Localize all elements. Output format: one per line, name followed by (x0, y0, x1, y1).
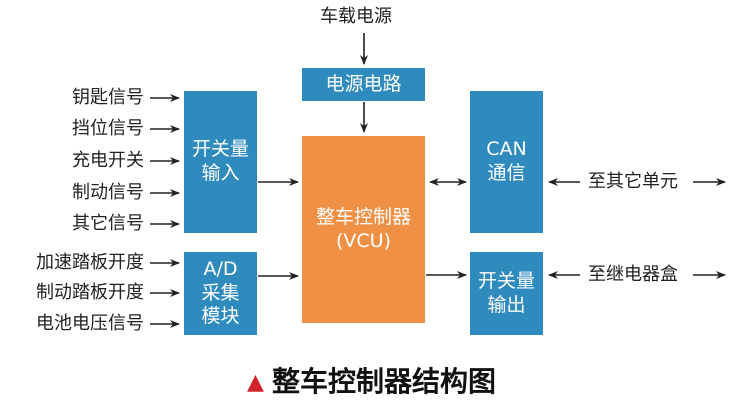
input-label-key: 钥匙信号 (72, 87, 144, 108)
ad-module-label-2: 采集 (201, 281, 240, 304)
vehicle-power-label: 车载电源 (320, 6, 392, 27)
ad-module-box: A/D 采集 模块 (184, 252, 257, 335)
switch-output-label-1: 开关量 (477, 269, 535, 292)
can-label-1: CAN (486, 138, 527, 161)
analog-label-battery: 电池电压信号 (36, 313, 144, 334)
analog-label-brake: 制动踏板开度 (36, 282, 144, 303)
diagram-caption: ▲ 整车控制器结构图 (0, 360, 743, 400)
triangle-up-icon: ▲ (247, 370, 264, 395)
ad-module-label-1: A/D (203, 257, 238, 280)
output-target-label: 至继电器盒 (588, 264, 678, 285)
input-label-charge: 充电开关 (72, 150, 144, 171)
caption-text: 整车控制器结构图 (271, 365, 496, 398)
input-label-other: 其它信号 (72, 213, 144, 234)
switch-input-label-1: 开关量 (191, 138, 249, 161)
analog-label-accel: 加速踏板开度 (36, 252, 144, 273)
vcu-label-2: (VCU) (336, 229, 391, 252)
input-label-brake: 制动信号 (72, 182, 144, 203)
power-circuit-box: 电源电路 (302, 68, 425, 101)
can-target-label: 至其它单元 (588, 171, 678, 192)
can-box: CAN 通信 (470, 91, 543, 233)
ad-module-label-3: 模块 (201, 305, 240, 328)
switch-output-box: 开关量 输出 (470, 252, 543, 335)
can-label-2: 通信 (487, 162, 526, 184)
switch-input-box: 开关量 输入 (184, 91, 257, 233)
switch-input-label-2: 输入 (201, 162, 240, 184)
switch-output-label-2: 输出 (487, 293, 526, 316)
vcu-label-1: 整车控制器 (315, 205, 411, 228)
input-label-gear: 挡位信号 (72, 118, 144, 139)
power-circuit-label: 电源电路 (325, 72, 402, 95)
vcu-box: 整车控制器 (VCU) (302, 136, 425, 323)
